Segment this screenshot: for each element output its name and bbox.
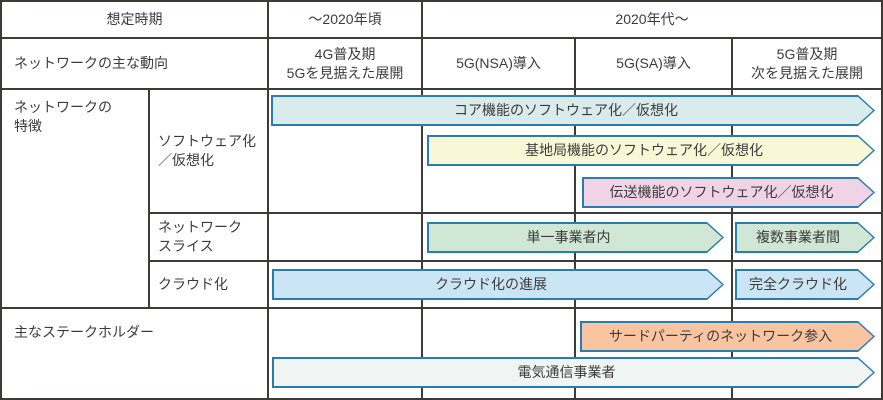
period-early-header: ～2020年頃: [308, 11, 382, 28]
arrow-core-virtualization-label: コア機能のソフトウェア化／仮想化: [454, 102, 678, 119]
arrow-cloud-progress-label: クラウド化の進展: [435, 276, 547, 293]
trends-row-label: ネットワークの主な動向: [14, 55, 168, 72]
arrow-base-station-virtualization-label: 基地局機能のソフトウェア化／仮想化: [525, 142, 763, 159]
features-row-label: ネットワークの 特徴: [14, 99, 112, 134]
grid-line-col-label: [267, 2, 269, 398]
phase-spread-header: 5G普及期 次を見据えた展開: [751, 45, 863, 81]
arrow-telecom-carrier: 電気通信事業者: [272, 357, 875, 388]
arrow-full-cloud: 完全クラウド化: [735, 269, 875, 300]
arrow-multi-operator-label: 複数事業者間: [756, 229, 840, 246]
arrow-telecom-carrier-label: 電気通信事業者: [517, 364, 616, 381]
arrow-transport-virtualization-label: 伝送機能のソフトウェア化／仮想化: [609, 184, 834, 201]
period-late-header: 2020年代～: [615, 11, 689, 28]
arrow-transport-virtualization: 伝送機能のソフトウェア化／仮想化: [582, 177, 875, 208]
timeline-row-label: 想定時期: [106, 11, 163, 28]
arrow-base-station-virtualization: 基地局機能のソフトウェア化／仮想化: [427, 135, 875, 166]
grid-line-row-trend: [2, 88, 881, 90]
grid-line-col-sublabel: [148, 88, 150, 309]
stakeholders-row-label: 主なステークホルダー: [14, 324, 154, 340]
network-slice-label: ネットワーク スライス: [158, 219, 242, 254]
arrow-single-operator: 単一事業者内: [427, 222, 724, 253]
arrow-third-party-entry: サードパーティのネットワーク参入: [580, 321, 875, 352]
arrow-single-operator-label: 単一事業者内: [526, 229, 611, 246]
grid-line-row-period: [2, 37, 881, 39]
arrow-third-party-entry-label: サードパーティのネットワーク参入: [608, 328, 833, 345]
grid-line-col-sa: [574, 37, 576, 398]
arrow-multi-operator: 複数事業者間: [735, 222, 875, 253]
cloud-label: クラウド化: [158, 276, 228, 293]
arrow-core-virtualization: コア機能のソフトウェア化／仮想化: [271, 95, 875, 126]
grid-line-row-features: [2, 307, 881, 309]
arrow-cloud-progress: クラウド化の進展: [272, 269, 724, 300]
arrow-full-cloud-label: 完全クラウド化: [749, 276, 847, 293]
grid-line-col-spread: [731, 37, 733, 398]
phase-sa-header: 5G(SA)導入: [616, 55, 691, 72]
phase-4g-header: 4G普及期 5Gを見据えた展開: [286, 45, 404, 81]
grid-line-col-2020s: [421, 2, 423, 398]
software-virtualization-label: ソフトウェア化 ／仮想化: [158, 133, 256, 168]
grid-line-row-software: [148, 212, 881, 214]
grid-line-row-slice: [148, 260, 881, 262]
phase-nsa-header: 5G(NSA)導入: [456, 55, 541, 72]
